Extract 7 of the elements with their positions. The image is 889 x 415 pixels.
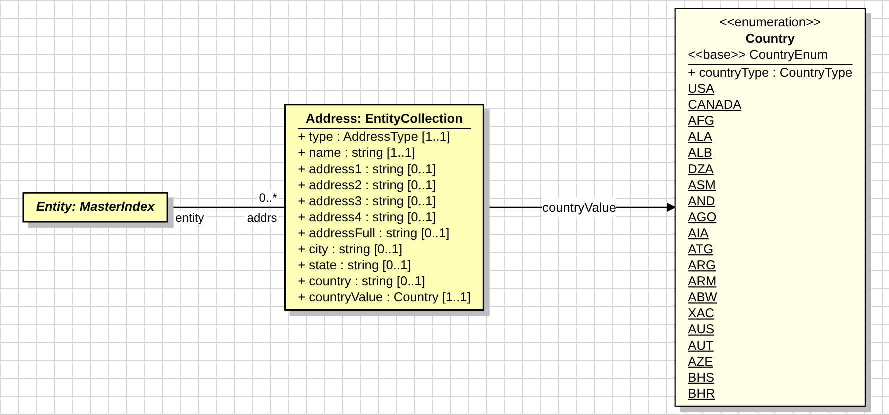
- connector: [168, 206, 286, 208]
- role-name: entity: [174, 210, 206, 224]
- multiplicity-label: 0..*: [257, 190, 280, 204]
- node-box: Entity: MasterIndex: [22, 192, 168, 223]
- edge-label: countryValue: [542, 200, 617, 215]
- node-box: <<enumeration>> Country <<base>> CountryEnum + countryType : CountryType USA CANADA AFG ALA ALB DZA ASM AND AGO AIA ATG ARG ARM ABW XAC AUS AUT AZE BHS BHR: [674, 8, 866, 407]
- role-name: addrs: [245, 210, 280, 224]
